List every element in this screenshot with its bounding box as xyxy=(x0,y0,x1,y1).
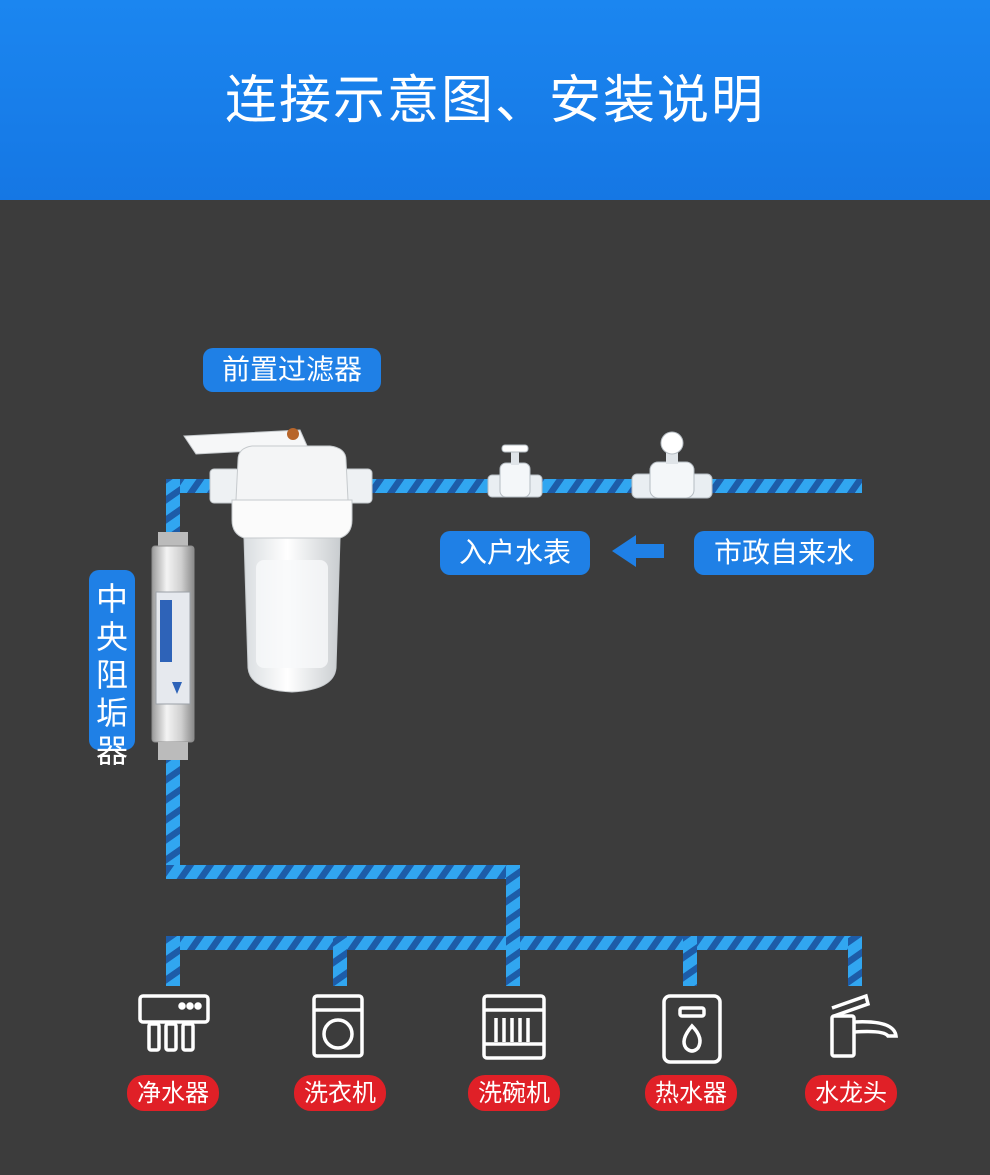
pre-filter-label: 前置过滤器 xyxy=(203,348,381,392)
scale-inhibitor-device xyxy=(151,532,195,760)
pre-filter-device xyxy=(183,428,373,693)
middle-pipe xyxy=(166,865,520,879)
dishwasher-icon xyxy=(482,994,546,1060)
appliance-label-faucet: 水龙头 xyxy=(805,1075,897,1111)
washing-machine-icon xyxy=(312,994,364,1058)
water-meter-label: 入户水表 xyxy=(440,531,590,575)
appliance-label-heater: 热水器 xyxy=(645,1075,737,1111)
branch-pipe-washer xyxy=(333,936,347,986)
appliance-label-washer: 洗衣机 xyxy=(294,1075,386,1111)
branch-pipe-purifier xyxy=(166,936,180,986)
water-heater-icon xyxy=(662,994,722,1064)
header-banner: 连接示意图、安装说明 xyxy=(0,0,990,200)
riser-pipe xyxy=(506,865,520,950)
gate-valve-icon xyxy=(487,444,543,498)
faucet-icon xyxy=(830,993,898,1058)
page-title: 连接示意图、安装说明 xyxy=(224,71,765,131)
water-purifier-icon xyxy=(138,994,210,1052)
branch-pipe-faucet xyxy=(848,936,862,986)
city-water-label: 市政自来水 xyxy=(694,531,874,575)
flow-arrow-icon xyxy=(612,535,664,567)
appliance-label-purifier: 净水器 xyxy=(127,1075,219,1111)
appliance-label-dishwasher: 洗碗机 xyxy=(468,1075,560,1111)
branch-pipe-heater xyxy=(683,936,697,986)
water-meter-icon xyxy=(631,431,713,499)
branch-pipe-dishwasher xyxy=(506,936,520,986)
scale-inhibitor-label: 中央阻垢器 xyxy=(89,570,135,770)
